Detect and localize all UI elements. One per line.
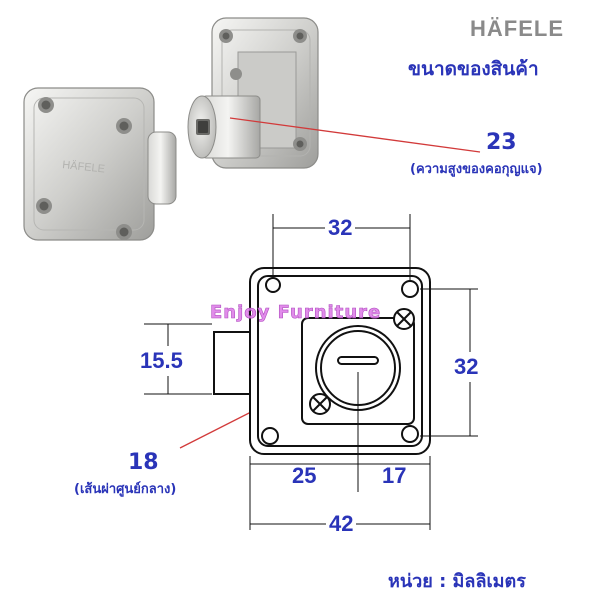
svg-text:HÄFELE: HÄFELE [62,159,106,175]
dimension-right-height: 32 [454,352,479,382]
neck-height-value: 23 [486,130,517,155]
center-diameter-note: (เส้นผ่าศูนย์กลาง) [74,482,177,497]
dimension-bottom-total: 42 [326,511,357,537]
dimension-bottom-left: 25 [292,463,317,488]
dimension-top-width: 32 [325,215,356,241]
units-label: หน่วย : มิลลิเมตร [388,571,526,592]
technical-drawing [213,267,431,455]
neck-height-note: (ความสูงของคอกุญแจ) [410,162,543,177]
lock-photo-side [187,17,319,169]
product-size-heading: ขนาดของสินค้า [408,58,539,80]
screw-hole-icon [36,97,132,240]
dimension-bottom-right: 17 [382,463,407,488]
center-diameter-value: 18 [128,450,159,475]
screw-cross-icon [309,308,415,415]
hafele-logo: HÄFELE [470,16,564,41]
lock-photo-front: HÄFELE [23,87,177,241]
keyhole-slot-icon [337,356,379,365]
enjoy-furniture-watermark: Enjoy Furniture [210,302,382,324]
dimension-left-height: 15.5 [140,346,183,376]
